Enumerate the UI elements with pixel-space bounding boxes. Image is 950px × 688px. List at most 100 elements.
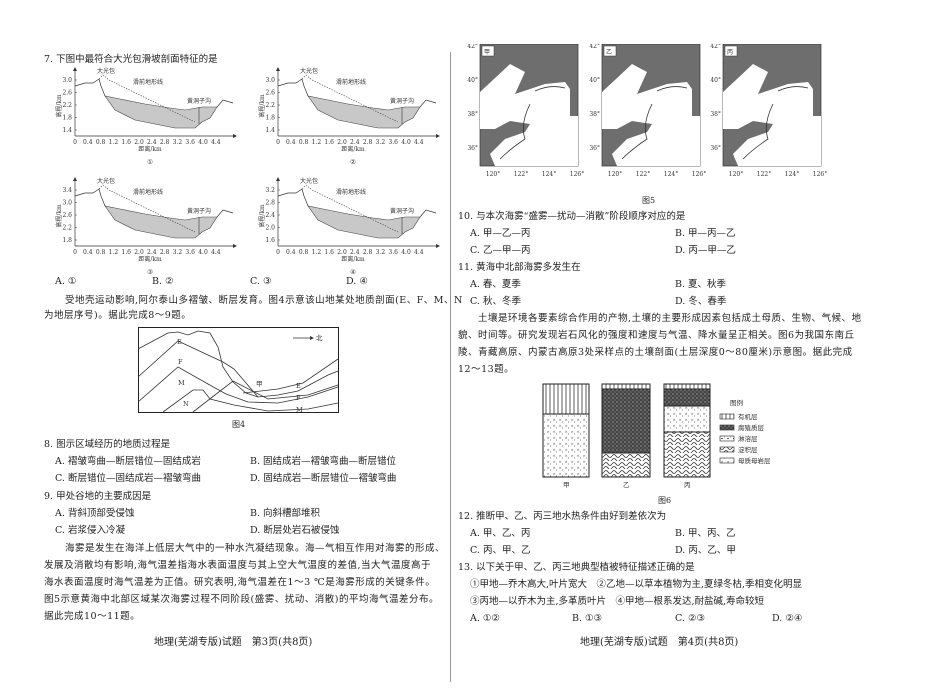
q7-option-c[interactable]: C. ③ <box>250 276 272 287</box>
page-divider <box>450 52 451 682</box>
svg-text:4.4: 4.4 <box>414 249 424 256</box>
svg-text:黄洞子沟: 黄洞子沟 <box>390 207 414 215</box>
q11-option-d[interactable]: D. 冬、春季 <box>675 296 727 307</box>
svg-text:高程/km: 高程/km <box>258 94 266 118</box>
svg-text:0.4: 0.4 <box>286 139 296 146</box>
svg-text:2.2: 2.2 <box>62 102 72 109</box>
intro-12-13-line1: 土壤是环境各要素综合作用的产物,土壤的主要形成因素包括成土母质、生物、气候、地 <box>478 313 862 324</box>
svg-text:2.8: 2.8 <box>265 200 275 207</box>
fig4-geologic-section: 北 甲 E F M N E F M <box>138 327 339 413</box>
svg-text:40°: 40° <box>710 77 721 84</box>
q9-option-a[interactable]: A. 背斜顶部受侵蚀 <box>55 508 135 519</box>
q12-option-d[interactable]: D. 丙、乙、甲 <box>675 545 736 556</box>
svg-text:4.4: 4.4 <box>211 139 221 146</box>
svg-text:1.2: 1.2 <box>312 249 322 256</box>
q8-option-c[interactable]: C. 断层错位—固结成岩—褶皱弯曲 <box>55 473 201 484</box>
chart-number: ④ <box>350 268 356 276</box>
svg-text:0.4: 0.4 <box>83 139 93 146</box>
svg-text:120°: 120° <box>608 171 622 178</box>
q10-option-b[interactable]: B. 甲—丙—乙 <box>675 228 736 239</box>
svg-text:36°: 36° <box>589 145 600 152</box>
q13-option-b[interactable]: B. ①③ <box>572 613 603 624</box>
svg-text:1.6: 1.6 <box>121 249 131 256</box>
q13-option-c[interactable]: C. ②③ <box>675 613 706 624</box>
q9-option-b[interactable]: B. 向斜槽部堆积 <box>250 508 321 519</box>
svg-text:1.2: 1.2 <box>109 249 119 256</box>
intro-10-11-line5: 据此完成10～11题。 <box>44 611 141 622</box>
q9-option-d[interactable]: D. 断层处岩石被侵蚀 <box>250 525 340 536</box>
svg-text:甲: 甲 <box>563 481 570 489</box>
svg-text:0.4: 0.4 <box>286 249 296 256</box>
svg-text:2.2: 2.2 <box>265 102 275 109</box>
svg-text:38°: 38° <box>467 111 478 118</box>
svg-text:1.8: 1.8 <box>62 115 72 122</box>
q11-option-a[interactable]: A. 春、夏季 <box>470 279 521 290</box>
q10-stem: 10. 与本次海雾“盛雾—扰动—消散”阶段顺序对应的是 <box>458 211 686 222</box>
svg-text:3.0: 3.0 <box>265 77 275 84</box>
map-panel-甲: 甲42°40°38°36°120°122°124°126° <box>467 44 584 178</box>
q8-option-d[interactable]: D. 固结成岩—断层错位—褶皱弯曲 <box>250 473 397 484</box>
q10-option-a[interactable]: A. 甲—乙—丙 <box>470 228 531 239</box>
svg-text:40°: 40° <box>467 77 478 84</box>
q10-option-c[interactable]: C. 乙—甲—丙 <box>470 245 531 256</box>
svg-text:120°: 120° <box>729 171 743 178</box>
q11-option-b[interactable]: B. 夏、秋季 <box>675 279 727 290</box>
q8-option-b[interactable]: B. 固结成岩—褶皱弯曲—断层错位 <box>250 456 397 467</box>
q12-option-a[interactable]: A. 甲、乙、丙 <box>470 528 531 539</box>
svg-text:距离/km: 距离/km <box>138 145 162 153</box>
q8-option-a[interactable]: A. 褶皱弯曲—断层错位—固结成岩 <box>55 456 201 467</box>
svg-text:2.0: 2.0 <box>134 249 144 256</box>
q11-option-c[interactable]: C. 秋、冬季 <box>470 296 521 307</box>
svg-text:4.4: 4.4 <box>211 249 221 256</box>
svg-text:乙: 乙 <box>623 481 630 489</box>
soil-column-yi <box>601 383 651 478</box>
svg-text:38°: 38° <box>710 111 721 118</box>
svg-text:126°: 126° <box>813 171 827 178</box>
q9-option-c[interactable]: C. 岩浆侵入冷凝 <box>55 525 125 536</box>
valley-jia-label: 甲 <box>256 380 263 388</box>
q12-option-b[interactable]: B. 甲、丙、乙 <box>675 528 736 539</box>
q7-option-a[interactable]: A. ① <box>55 276 77 287</box>
q12-option-c[interactable]: C. 丙、甲、乙 <box>470 545 531 556</box>
svg-text:1.8: 1.8 <box>265 115 275 122</box>
svg-text:1.2: 1.2 <box>109 139 119 146</box>
svg-text:1.4: 1.4 <box>265 127 275 134</box>
svg-text:42°: 42° <box>589 44 600 50</box>
svg-text:高程/km: 高程/km <box>258 204 266 228</box>
q13-option-a[interactable]: A. ①② <box>470 613 500 624</box>
svg-text:滑前地形线: 滑前地形线 <box>336 78 366 86</box>
svg-text:1.6: 1.6 <box>324 249 334 256</box>
q12-stem: 12. 推断甲、乙、丙三地水热条件由好到差依次为 <box>458 511 667 522</box>
svg-text:F: F <box>178 358 183 366</box>
svg-text:0: 0 <box>276 139 280 146</box>
svg-text:滑前地形线: 滑前地形线 <box>133 188 163 196</box>
q7-option-d[interactable]: D. ④ <box>346 276 368 287</box>
q13-stem: 13. 以下关于甲、乙、丙三地典型植被特征描述正确的是 <box>458 562 695 573</box>
page-footer-4: 地理(芜湖专版)试题 第4页(共8页) <box>580 637 739 648</box>
q10-option-d[interactable]: D. 丙—甲—乙 <box>675 245 736 256</box>
svg-text:3.2: 3.2 <box>376 139 386 146</box>
svg-text:丙: 丙 <box>684 481 691 489</box>
intro-12-13-line3: 陵、青藏高原、内蒙古高原3处采样点的土壤剖面(土层深度0～80厘米)示意图。据此… <box>458 347 853 358</box>
svg-text:3.6: 3.6 <box>388 249 398 256</box>
svg-text:距离/km: 距离/km <box>341 145 365 153</box>
svg-text:0: 0 <box>73 249 77 256</box>
svg-text:3.6: 3.6 <box>185 249 195 256</box>
q13-statements-2: ③丙地—以乔木为主,多革质叶片 ④甲地—根系发达,耐盐碱,寿命较短 <box>470 596 765 607</box>
intro-10-11-line4: 图5示意黄海中北部区域某次海雾过程不同阶段(盛雾、扰动、消散)的平均海气温差分布… <box>44 594 439 605</box>
svg-text:0.8: 0.8 <box>299 139 309 146</box>
q7-option-b[interactable]: B. ② <box>152 276 174 287</box>
svg-text:122°: 122° <box>757 171 771 178</box>
svg-text:40°: 40° <box>589 77 600 84</box>
svg-text:0.8: 0.8 <box>299 249 309 256</box>
q13-option-d[interactable]: D. ②④ <box>772 613 803 624</box>
intro-10-11-line3: 海水表面温度时海气温差为正值。研究表明,海气温差在1～3 ℃是海雾形成的关键条件… <box>44 577 436 588</box>
svg-text:1.4: 1.4 <box>62 127 72 134</box>
q7-stem: 7. 下图中最符合大光包滑坡剖面特征的是 <box>44 54 218 65</box>
svg-text:有机层: 有机层 <box>738 412 758 421</box>
